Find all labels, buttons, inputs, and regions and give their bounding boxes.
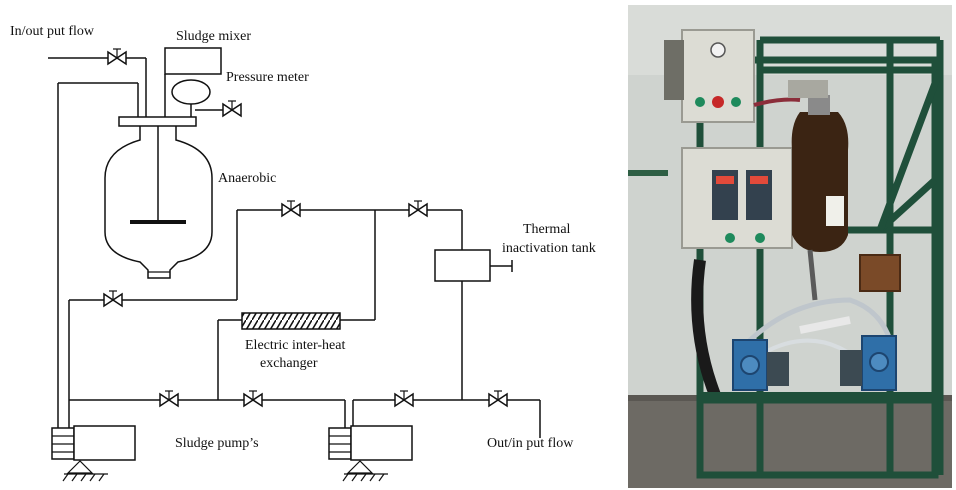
- valve-icon: [394, 390, 414, 408]
- reactor-lid: [118, 116, 197, 127]
- thermal-label-1: Thermal: [523, 222, 571, 237]
- anaerobic-reactor: [104, 126, 213, 279]
- heat-exchanger: [241, 312, 341, 330]
- sludge-pump-1-icon: [51, 425, 136, 482]
- sludge-pump-2-icon: [328, 425, 413, 482]
- heat-exchanger-label-2: exchanger: [260, 356, 318, 371]
- pressure-meter-icon: [171, 79, 211, 117]
- valve-icon: [488, 390, 508, 408]
- pressure-meter-label: Pressure meter: [226, 70, 309, 85]
- outin-flow-label: Out/in put flow: [487, 436, 574, 451]
- valve-icon: [243, 390, 263, 408]
- thermal-label-2: inactivation tank: [502, 241, 596, 256]
- sludge-mixer-box: [164, 47, 222, 75]
- valve-icon: [408, 200, 428, 218]
- thermal-tank-box: [434, 249, 491, 282]
- apparatus-photo: [628, 5, 952, 488]
- valve-icon: [281, 200, 301, 218]
- valve-icon: [103, 290, 123, 308]
- inout-flow-label: In/out put flow: [10, 24, 95, 39]
- sludge-pumps-label: Sludge pump’s: [175, 436, 259, 451]
- sludge-mixer-label: Sludge mixer: [176, 29, 251, 44]
- heat-exchanger-label-1: Electric inter-heat: [245, 338, 345, 353]
- valve-icon: [159, 390, 179, 408]
- valve-icon: [222, 100, 242, 118]
- valve-icon: [107, 48, 127, 66]
- anaerobic-label: Anaerobic: [218, 171, 276, 186]
- inlet-pipe: [48, 57, 147, 117]
